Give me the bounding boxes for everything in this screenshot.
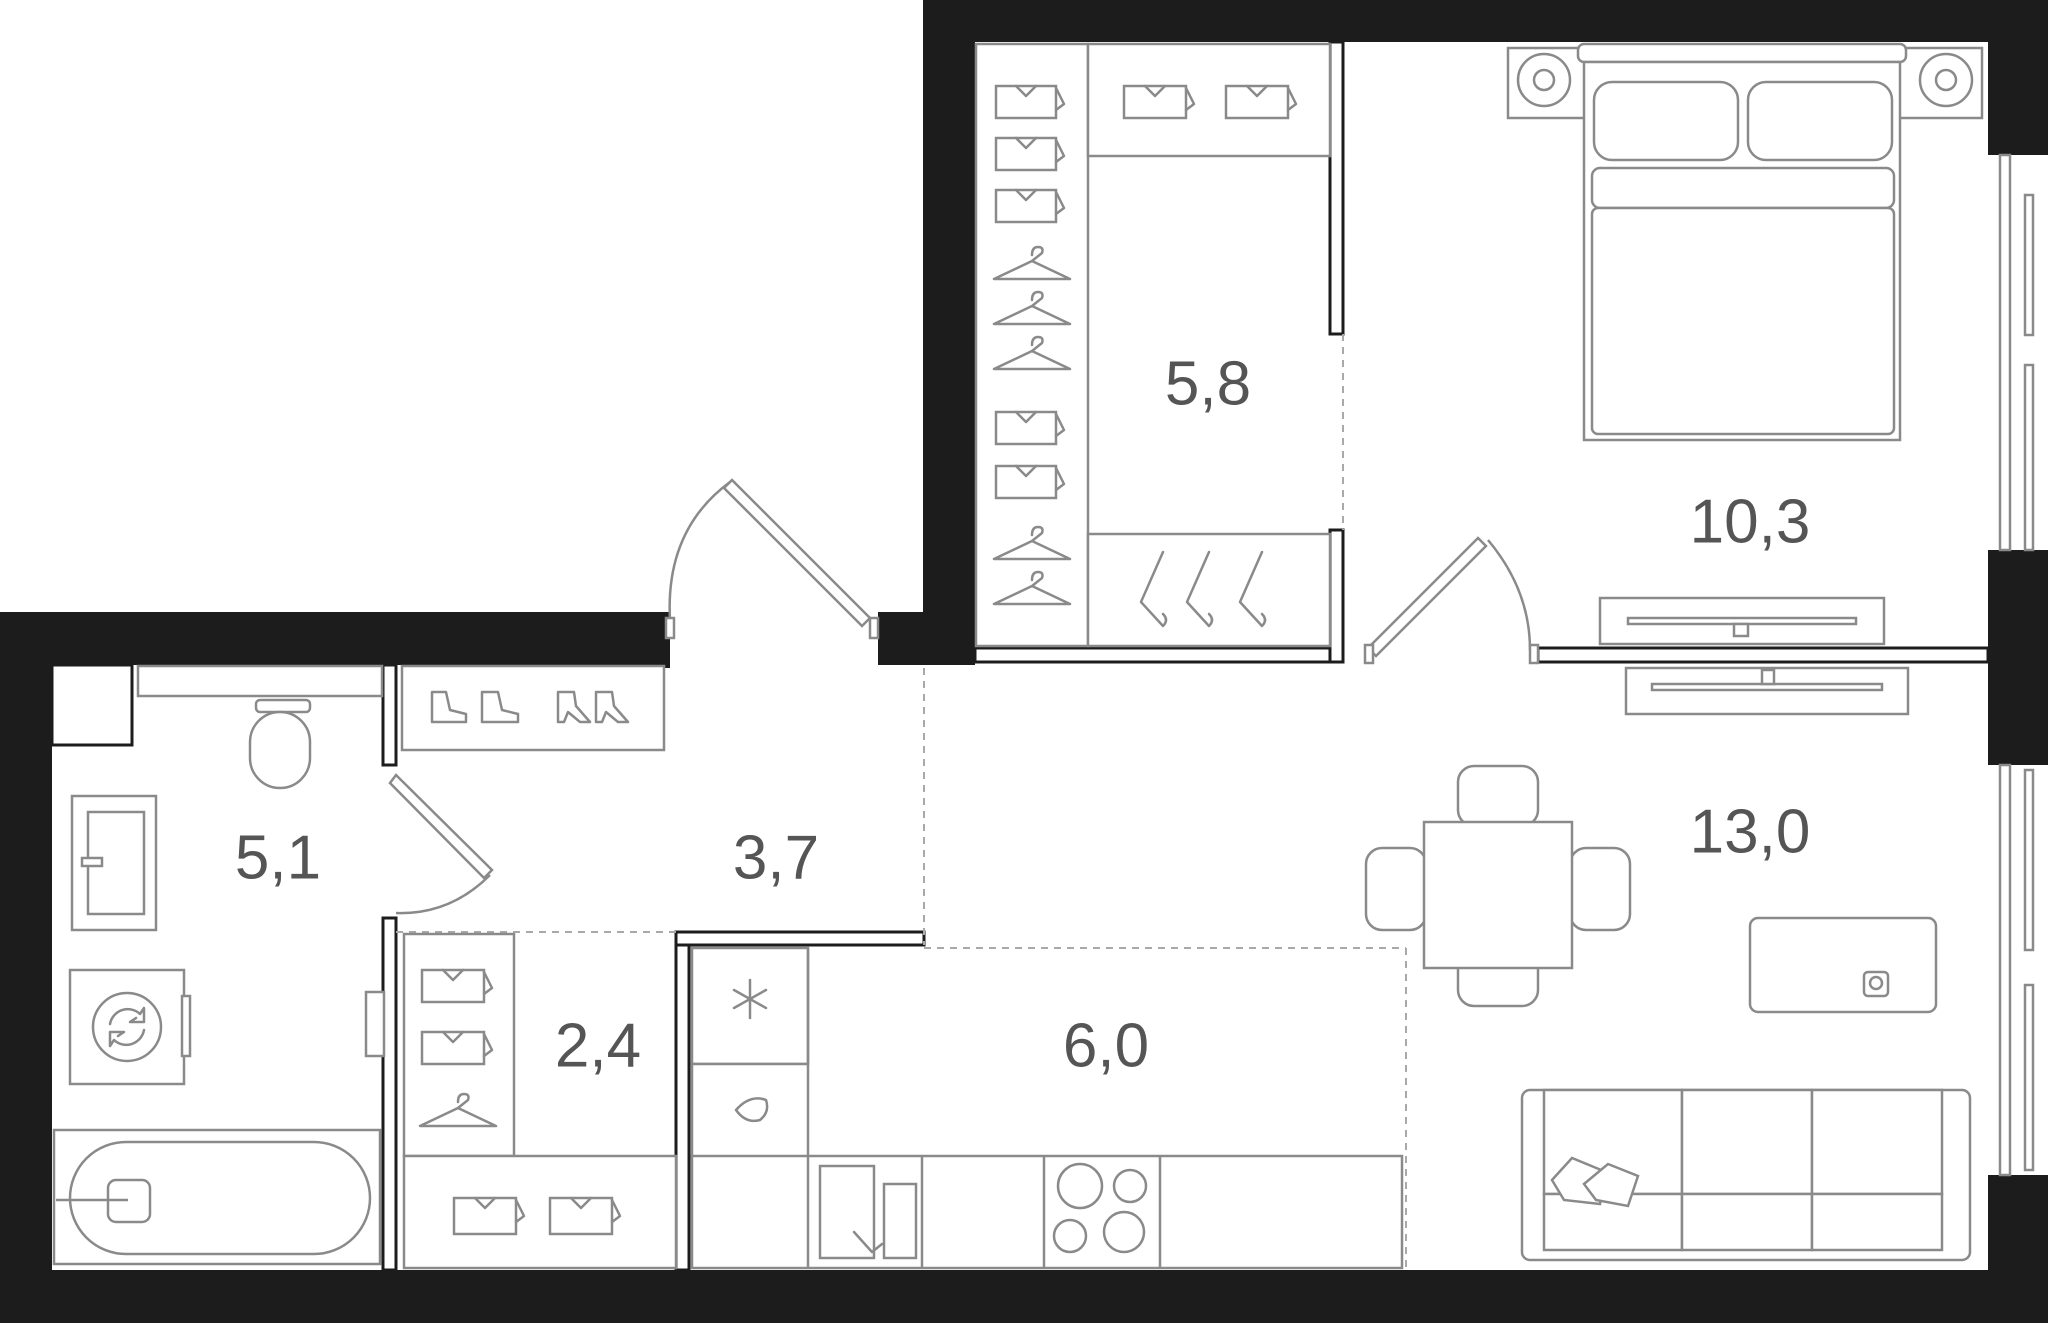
shoe-rack: [400, 664, 666, 752]
bathtub: [52, 1128, 382, 1266]
folded-shirt-icon: [994, 136, 1066, 172]
kitchen-counter: [690, 946, 1404, 1270]
area-label-kitchen: 6,0: [1063, 1011, 1149, 1080]
folded-shirt-icon: [994, 84, 1066, 120]
area-label-hallway: 3,7: [733, 823, 819, 892]
zone-boundaries: [396, 334, 1407, 1270]
stove: [1052, 1162, 1148, 1254]
ottoman: [1748, 916, 1938, 1014]
washing-machine: [68, 968, 192, 1086]
folded-shirt-icon: [994, 188, 1066, 224]
storage-shelving: [402, 932, 678, 1270]
sink: [818, 1164, 918, 1260]
hanger-icon: [992, 290, 1072, 326]
area-label-storage: 2,4: [555, 1011, 641, 1080]
doors: [388, 478, 1540, 915]
folded-shirt-icon: [420, 968, 494, 1004]
dining-table: [1364, 764, 1632, 1008]
bedroom-tv: [1598, 596, 1886, 646]
hanger-icon: [992, 335, 1072, 371]
sofa: [1520, 1088, 1972, 1262]
hanger-icon: [1139, 550, 1168, 628]
boot-icon: [480, 690, 520, 724]
area-label-living-room: 13,0: [1690, 797, 1811, 866]
folded-shirt-icon: [452, 1196, 526, 1236]
boot-icon: [430, 690, 468, 724]
hanger-icon: [992, 245, 1072, 281]
folded-shirt-icon: [1122, 84, 1196, 120]
bed: [1506, 42, 1984, 442]
hanger-icon: [992, 570, 1072, 606]
windows: [1988, 153, 2048, 1177]
cycle-arrows-icon: [108, 1006, 146, 1048]
folded-shirt-icon: [548, 1196, 622, 1236]
heel-shoe-icon: [594, 690, 630, 724]
folded-shirt-icon: [994, 410, 1066, 446]
interior-partitions: [50, 40, 1990, 1272]
hanger-icon: [1185, 550, 1214, 628]
hanger-icon: [1238, 550, 1267, 628]
closet-shelving: [974, 42, 1332, 648]
water-drop-icon: [734, 1097, 769, 1123]
living-tv: [1624, 666, 1910, 716]
hanger-icon: [418, 1092, 498, 1128]
area-label-bathroom: 5,1: [235, 823, 321, 892]
toilet: [136, 664, 384, 790]
heel-shoe-icon: [556, 690, 592, 724]
folded-shirt-icon: [1224, 84, 1298, 120]
hanger-icon: [992, 525, 1072, 561]
folded-shirt-icon: [994, 464, 1066, 500]
area-label-walk-in-closet: 5,8: [1165, 349, 1251, 418]
fridge-icon: [732, 978, 768, 1020]
folded-shirt-icon: [420, 1030, 494, 1066]
area-label-bedroom: 10,3: [1690, 487, 1811, 556]
washbasin: [70, 794, 158, 932]
area-labels: 5,8 10,3 5,1 3,7 2,4 6,0 13,0: [235, 349, 1810, 1080]
heated-towel-rail: [364, 990, 386, 1058]
